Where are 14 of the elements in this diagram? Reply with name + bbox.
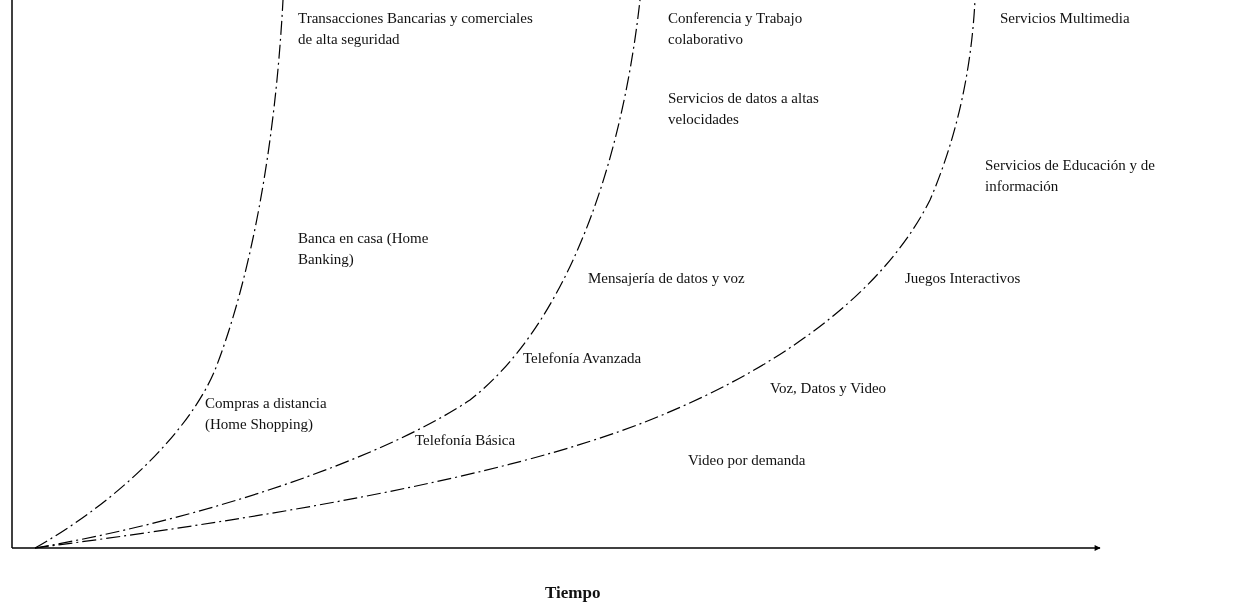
service-label: Transacciones Bancarias y comerciales de alta seguridad — [298, 9, 533, 49]
service-label: Video por demanda — [688, 451, 807, 470]
service-label: Servicios de Educación y de información — [985, 156, 1156, 196]
service-label: Servicios Multimedia — [1000, 9, 1131, 28]
service-label: Servicios de datos a altas velocidades — [668, 89, 820, 129]
axis-label: Tiempo — [545, 582, 602, 603]
service-label: Banca en casa (Home Banking) — [298, 229, 430, 269]
service-label: Mensajería de datos y voz — [588, 269, 746, 288]
service-label: Telefonía Avanzada — [523, 349, 643, 368]
service-label: Telefonía Básica — [415, 431, 517, 450]
service-label: Conferencia y Trabajo colaborativo — [668, 9, 804, 49]
service-label: Compras a distancia (Home Shopping) — [205, 394, 328, 434]
service-label: Juegos Interactivos — [905, 269, 1022, 288]
service-label: Voz, Datos y Video — [770, 379, 888, 398]
